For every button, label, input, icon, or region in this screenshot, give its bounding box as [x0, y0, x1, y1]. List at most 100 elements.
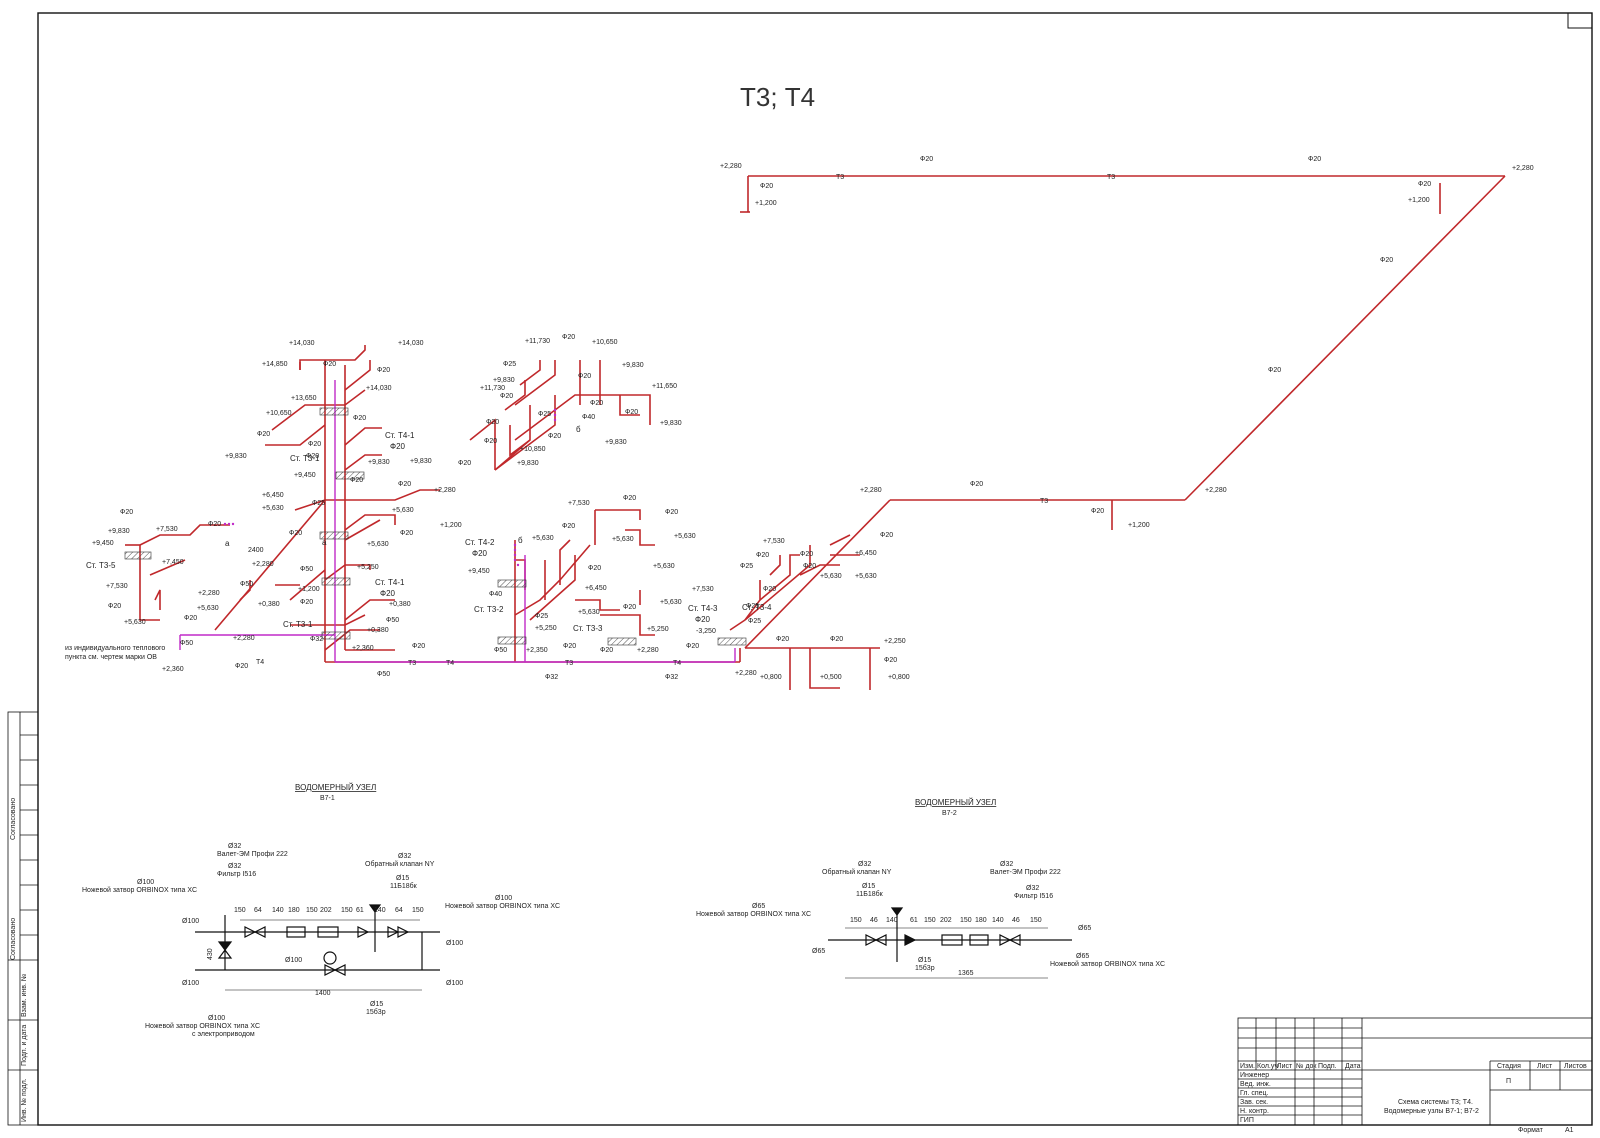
elev-label: +14,030: [398, 340, 424, 347]
riser-t3-1b: Ст. Т3-1: [283, 620, 313, 629]
elev-label: +13,650: [291, 395, 317, 402]
node1-d100f: Ø100: [182, 980, 199, 987]
tag-t3: Т3: [565, 660, 573, 667]
diam-label: Ф20: [562, 523, 575, 530]
diam-label: Ф20: [484, 438, 497, 445]
tb-role-chief: Гл. спец.: [1240, 1090, 1269, 1097]
elev-label: +5,630: [262, 505, 284, 512]
node2-d65c: Ø65: [812, 948, 825, 955]
diam-label: Ф20: [588, 565, 601, 572]
node1-dim: 64: [395, 907, 403, 914]
elev-label: +9,830: [410, 458, 432, 465]
elev-label: +2,280: [720, 163, 742, 170]
diam-label: Ф25: [740, 563, 753, 570]
elev-label: +5,250: [357, 564, 379, 571]
node2-dim: 150: [850, 917, 862, 924]
diam-label: Ф25: [538, 411, 551, 418]
elev-label: +6,450: [585, 585, 607, 592]
node1-valve15: 11Б18бк: [390, 882, 418, 890]
elev-label: +2,280: [434, 487, 456, 494]
elev-label: +7,530: [692, 586, 714, 593]
elev-label: +2,280: [735, 670, 757, 677]
elev-label: +5,250: [535, 625, 557, 632]
diam-label: Ф20: [763, 586, 776, 593]
diam-label: Ф20: [686, 643, 699, 650]
elev-label: +0,380: [367, 627, 389, 634]
node1-gate-bottom: Ножевой затвор ORBINOX типа XC: [145, 1022, 260, 1030]
diam-label: Ф20: [803, 563, 816, 570]
elev-label: +2,250: [884, 638, 906, 645]
diam-label: Ф20: [625, 409, 638, 416]
tag-a: а: [225, 539, 230, 548]
elev-label: +7,530: [763, 538, 785, 545]
node2-dim: 46: [1012, 917, 1020, 924]
elev-label: +2,360: [162, 666, 184, 673]
elev-label: +6,450: [855, 550, 877, 557]
diam-label: Ф20: [623, 495, 636, 502]
node2-dim: 140: [886, 917, 898, 924]
node1-dim: 150: [306, 907, 318, 914]
node1-d15a: Ø15: [396, 875, 409, 882]
tag-b: б: [576, 425, 581, 434]
elev-label: +9,830: [622, 362, 644, 369]
tb-format: А1: [1565, 1127, 1574, 1134]
elev-label: +2,280: [198, 590, 220, 597]
elev-label: +2,360: [352, 645, 374, 652]
diam-label: Ф20: [600, 647, 613, 654]
node1-d100h: Ø100: [208, 1015, 225, 1022]
diam-label: Ф20: [300, 599, 313, 606]
diam-label: Ф20: [184, 615, 197, 622]
tb-sheet-h: Лист: [1537, 1063, 1553, 1070]
node2-d65a: Ø65: [752, 903, 765, 910]
elev-label: +5,630: [653, 563, 675, 570]
tag-a: а: [322, 538, 327, 547]
node1-valve15b: 15б3р: [366, 1008, 386, 1016]
tb-sheets-h: Листов: [1564, 1063, 1587, 1070]
elev-label: +9,450: [92, 540, 114, 547]
node2-dim: 61: [910, 917, 918, 924]
node2-valve15b: 15б3р: [915, 964, 935, 972]
diam-label: Ф20: [1418, 181, 1431, 188]
node1-dim: 61: [356, 907, 364, 914]
tb-role-engineer: Инженер: [1240, 1072, 1269, 1079]
outer-frame: [37, 12, 1593, 1126]
elev-label: +10,650: [592, 339, 618, 346]
diam-label: Ф25: [746, 603, 759, 610]
node1-dim: 150: [341, 907, 353, 914]
diam-label: Ф25: [748, 618, 761, 625]
node1-dim: 150: [412, 907, 424, 914]
diam-label: Ф20: [108, 603, 121, 610]
node1-dim: 180: [288, 907, 300, 914]
node1-code: В7-1: [320, 795, 335, 802]
node2-d32b: Ø32: [1000, 861, 1013, 868]
riser-t3-4: Ст. Т3-4: [742, 603, 772, 612]
tb-head-date: Дата: [1345, 1063, 1361, 1070]
elev-label: +5,630: [660, 599, 682, 606]
side-replace-inv: Взам. инв. №: [21, 974, 28, 1017]
tag-t3: Т3: [1040, 498, 1048, 505]
riser-t3-3: Ст. Т3-3: [573, 624, 603, 633]
node2-lines: [828, 907, 1072, 979]
diam-label: Ф25: [503, 361, 516, 368]
node2-d65d: Ø65: [1076, 953, 1089, 960]
side-inv-orig: Инв. № подл.: [21, 1078, 28, 1122]
diam-label: Ф50: [180, 640, 193, 647]
node1-d100c: Ø100: [182, 918, 199, 925]
diam-label: Ф20: [623, 604, 636, 611]
tag-t4: Т4: [446, 660, 454, 667]
node1-gate-left: Ножевой затвор ORBINOX типа XC: [82, 886, 197, 894]
tb-head-izm: Изм.: [1240, 1063, 1255, 1070]
node1-labels: ВОДОМЕРНЫЙ УЗЕЛ В7-1 Ø32 Валет-ЭМ Профи …: [82, 783, 560, 1038]
elev-label: +7,530: [156, 526, 178, 533]
node2-dim: 180: [975, 917, 987, 924]
t4-dotted-ends: [223, 408, 557, 567]
node2-title: ВОДОМЕРНЫЙ УЗЕЛ: [915, 798, 996, 807]
elev-label: +5,630: [674, 533, 696, 540]
elev-label: +2,280: [1205, 487, 1227, 494]
node2-labels: ВОДОМЕРНЫЙ УЗЕЛ В7-2 Ø32 Обратный клапан…: [696, 798, 1165, 977]
diam-label: Ф20: [760, 183, 773, 190]
elev-label: +0,380: [258, 601, 280, 608]
diam-label: Ф20: [884, 657, 897, 664]
elev-label: +14,030: [289, 340, 315, 347]
diam-label: Ф20: [458, 460, 471, 467]
